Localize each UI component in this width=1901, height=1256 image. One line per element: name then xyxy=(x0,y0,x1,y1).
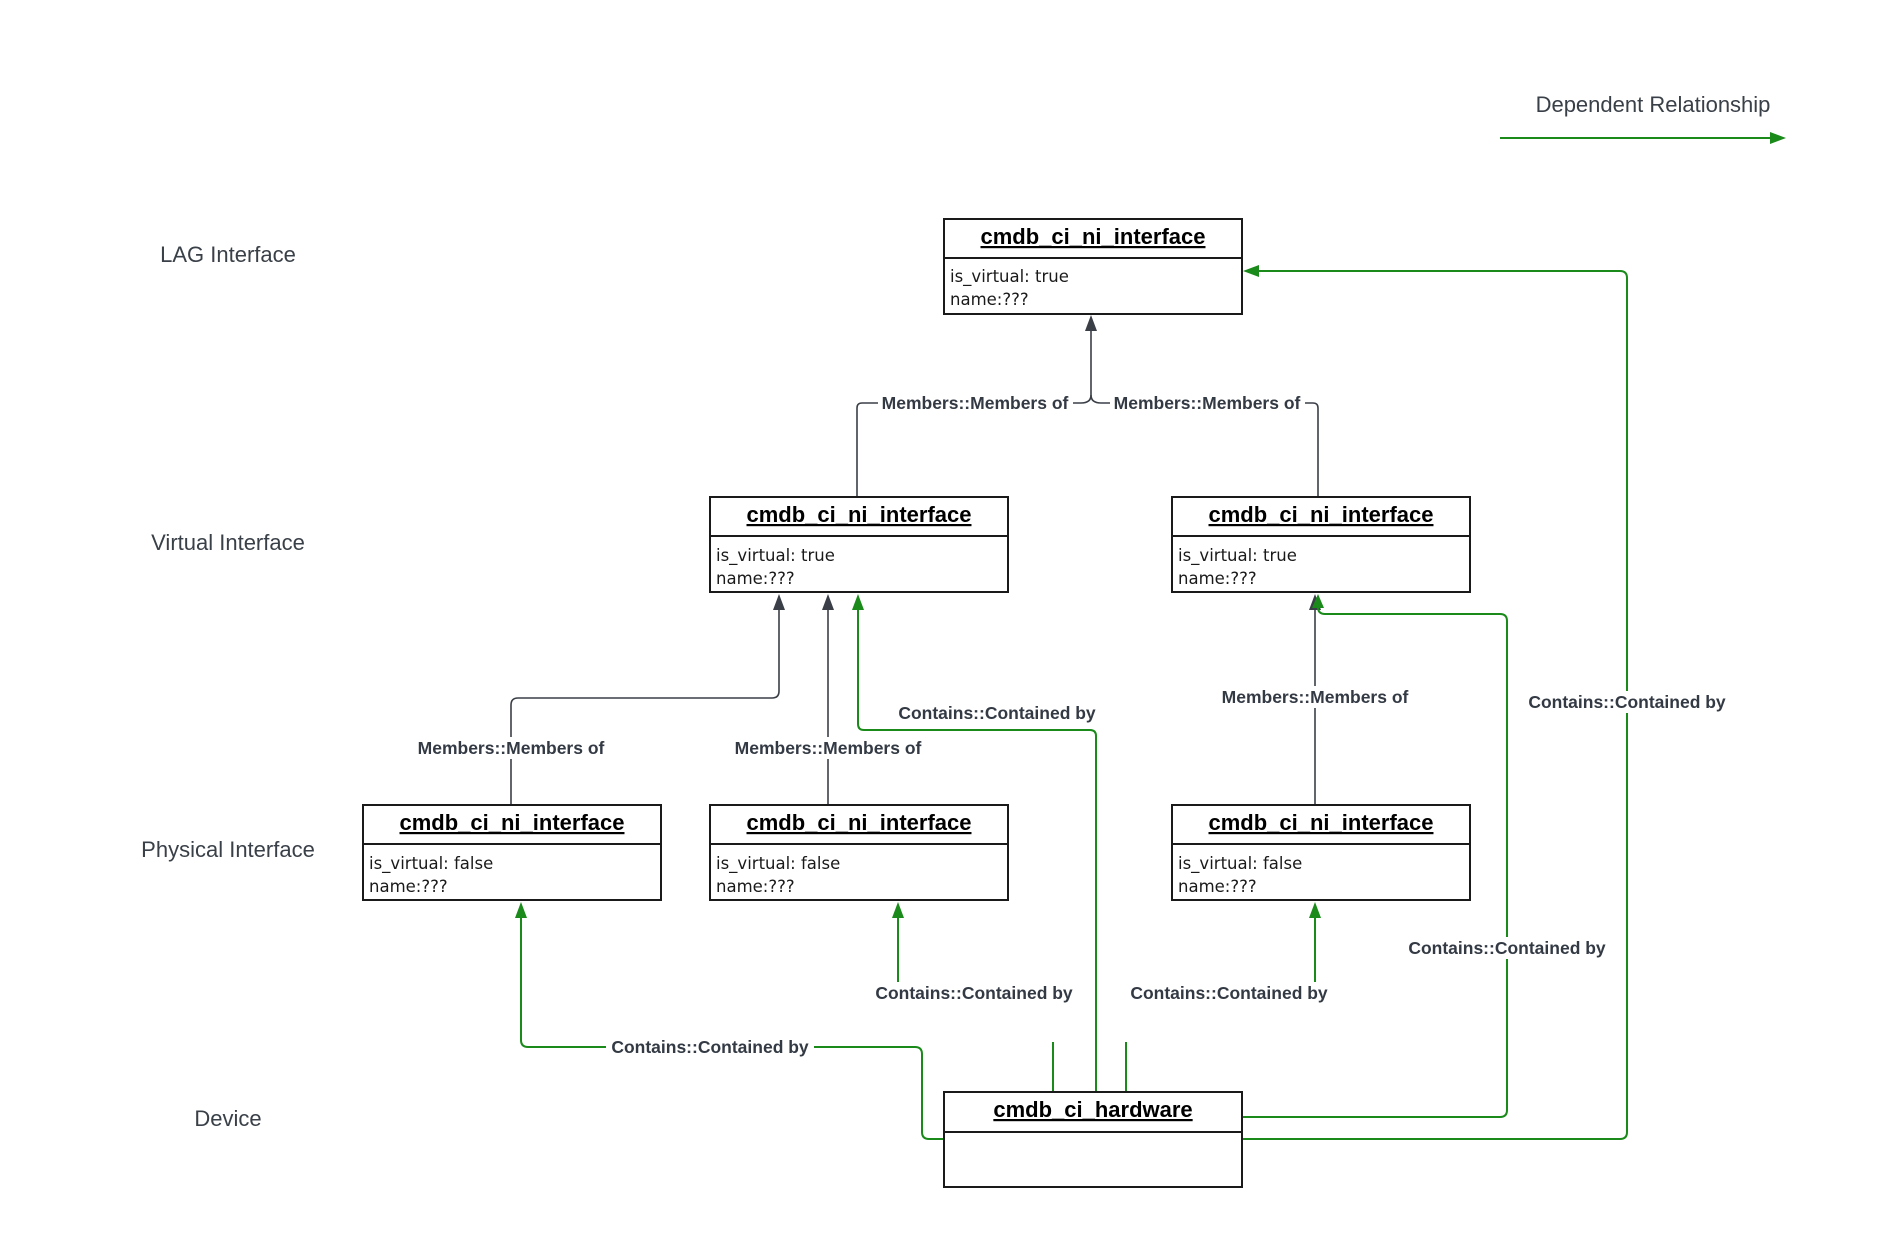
arrowhead-members-pl-vl xyxy=(773,594,785,610)
edge-members-virtual-right-to-lag[interactable] xyxy=(1090,394,1319,497)
entity-title: cmdb_ci_ni_interface xyxy=(747,502,972,527)
entity-physical-interface-left[interactable]: cmdb_ci_ni_interface is_virtual: false n… xyxy=(362,804,662,901)
entity-hardware[interactable]: cmdb_ci_hardware xyxy=(943,1091,1243,1188)
entity-title: cmdb_ci_ni_interface xyxy=(981,224,1206,249)
edge-contains-hardware-to-physical-mid[interactable] xyxy=(892,902,1054,1092)
edge-label-group: Members::Members of xyxy=(413,737,611,759)
entity-attr: name:??? xyxy=(1178,569,1257,588)
level-label-physical: Physical Interface xyxy=(141,837,315,862)
edge-contains-hardware-to-physical-left[interactable] xyxy=(515,902,944,1140)
edge-label-contains-lag: Contains::Contained by xyxy=(1528,692,1726,712)
edge-label-members-pr-vr: Members::Members of xyxy=(1222,687,1409,707)
entity-attr: name:??? xyxy=(1178,877,1257,896)
entity-attr: is_virtual: true xyxy=(1178,546,1297,566)
arrowhead-contains-vl xyxy=(852,594,864,610)
edge-label-members-pl-vl: Members::Members of xyxy=(418,738,605,758)
arrowhead-contains-pm xyxy=(892,902,904,918)
edge-label-contains-pm: Contains::Contained by xyxy=(875,983,1073,1003)
edge-label-group: Contains::Contained by xyxy=(1523,691,1731,713)
arrowhead-contains-pl xyxy=(515,902,527,918)
entity-attr: is_virtual: true xyxy=(950,267,1069,287)
entity-lag-interface[interactable]: cmdb_ci_ni_interface is_virtual: true na… xyxy=(943,218,1243,315)
edge-contains-hardware-to-physical-right[interactable] xyxy=(1125,902,1321,1092)
edge-label-group: Contains::Contained by xyxy=(893,702,1101,724)
entity-virtual-interface-right[interactable]: cmdb_ci_ni_interface is_virtual: true na… xyxy=(1171,496,1471,593)
legend: Dependent Relationship xyxy=(1500,92,1786,144)
edge-members-physical-left-to-virtual-left[interactable] xyxy=(510,594,785,805)
entity-attr: name:??? xyxy=(716,569,795,588)
entity-attr: name:??? xyxy=(950,290,1029,309)
edge-label-group: Contains::Contained by xyxy=(1125,982,1333,1004)
entity-attr: is_virtual: true xyxy=(716,546,835,566)
entity-title: cmdb_ci_ni_interface xyxy=(400,810,625,835)
arrowhead-members-pm-vl xyxy=(822,594,834,610)
level-label-lag: LAG Interface xyxy=(160,242,296,267)
entity-title: cmdb_ci_ni_interface xyxy=(1209,810,1434,835)
entity-title: cmdb_ci_ni_interface xyxy=(747,810,972,835)
edge-members-physical-mid-to-virtual-left[interactable] xyxy=(822,594,834,805)
legend-arrowhead xyxy=(1770,132,1786,144)
level-label-virtual: Virtual Interface xyxy=(151,530,305,555)
entity-virtual-interface-left[interactable]: cmdb_ci_ni_interface is_virtual: true na… xyxy=(709,496,1009,593)
edge-label-contains-pl: Contains::Contained by xyxy=(611,1037,809,1057)
level-label-device: Device xyxy=(194,1106,261,1131)
edge-label-group: Members::Members of xyxy=(1216,686,1414,708)
entity-attr: is_virtual: false xyxy=(369,854,493,874)
edge-label-group: Contains::Contained by xyxy=(606,1036,814,1058)
entity-title: cmdb_ci_hardware xyxy=(993,1097,1192,1122)
arrowhead-lag-members xyxy=(1085,315,1097,331)
entity-physical-interface-mid[interactable]: cmdb_ci_ni_interface is_virtual: false n… xyxy=(709,804,1009,901)
entity-attr: name:??? xyxy=(716,877,795,896)
arrowhead-contains-vr xyxy=(1312,594,1324,608)
entity-attr: is_virtual: false xyxy=(1178,854,1302,874)
legend-label: Dependent Relationship xyxy=(1536,92,1771,117)
edge-label-members-vl-lag: Members::Members of xyxy=(882,393,1069,413)
edge-label-group: Members::Members of xyxy=(1110,392,1305,414)
entity-attr: is_virtual: false xyxy=(716,854,840,874)
entity-attr: name:??? xyxy=(369,877,448,896)
entity-title: cmdb_ci_ni_interface xyxy=(1209,502,1434,527)
edge-label-contains-pr: Contains::Contained by xyxy=(1130,983,1328,1003)
edge-label-group: Contains::Contained by xyxy=(1403,937,1611,959)
edge-label-contains-vr: Contains::Contained by xyxy=(1408,938,1606,958)
edge-label-members-vr-lag: Members::Members of xyxy=(1114,393,1301,413)
entity-physical-interface-right[interactable]: cmdb_ci_ni_interface is_virtual: false n… xyxy=(1171,804,1471,901)
edge-label-members-pm-vl: Members::Members of xyxy=(735,738,922,758)
edge-label-contains-vl: Contains::Contained by xyxy=(898,703,1096,723)
edge-contains-hardware-to-virtual-right[interactable] xyxy=(1242,594,1508,1118)
arrowhead-contains-pr xyxy=(1309,902,1321,918)
edge-label-group: Members::Members of xyxy=(878,392,1073,414)
edge-label-group: Members::Members of xyxy=(730,737,928,759)
arrowhead-contains-lag xyxy=(1243,265,1259,277)
edge-contains-hardware-to-virtual-left[interactable] xyxy=(852,594,1097,1092)
edge-label-group: Contains::Contained by xyxy=(870,982,1078,1004)
